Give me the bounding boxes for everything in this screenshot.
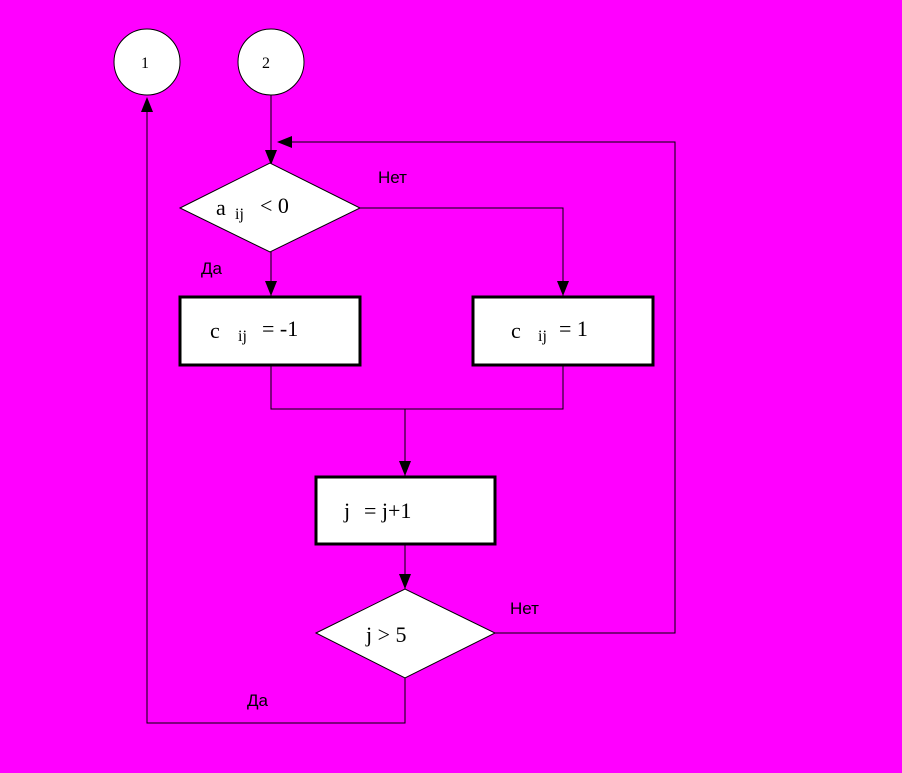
process-right-var: c [511, 318, 521, 343]
process-left-var: c [210, 318, 220, 343]
connector-1: 1 [113, 28, 181, 96]
arrowhead-right-process [557, 281, 569, 296]
process-right-subscript: ij [538, 328, 547, 345]
edge-decision1-no [360, 207, 564, 296]
process-left: c ij = -1 [178, 295, 362, 367]
decision-1: a ij < 0 [178, 162, 362, 253]
arrowhead-decision2 [399, 574, 411, 589]
arrowhead-loop-back [277, 136, 292, 148]
connector-2-label: 2 [262, 55, 270, 72]
process-increment-value: = j+1 [364, 498, 411, 523]
process-left-value: = -1 [262, 316, 298, 341]
process-right-value: = 1 [559, 316, 588, 341]
decision-1-var: a [216, 195, 226, 220]
edge-decision2-yes [146, 98, 406, 724]
decision-1-no-label: Нет [378, 168, 407, 187]
decision-2-no-label: Нет [510, 599, 539, 618]
arrowhead-left-process [265, 281, 277, 296]
decision-1-yes-label: Да [201, 259, 223, 278]
process-increment-var: j [343, 498, 350, 523]
arrowhead-connector1 [141, 97, 153, 112]
edge-merge [270, 365, 564, 410]
decision-2-yes-label: Да [247, 691, 269, 710]
decision-2: j > 5 [314, 588, 497, 679]
connector-2: 2 [237, 28, 305, 96]
arrowhead-increment [399, 461, 411, 476]
edge-loop-back [290, 141, 676, 634]
decision-1-condition: < 0 [260, 193, 289, 218]
connector-1-label: 1 [141, 55, 149, 72]
edges [141, 95, 676, 724]
decision-1-subscript: ij [235, 206, 244, 223]
process-right: c ij = 1 [471, 295, 655, 367]
process-increment: j = j+1 [314, 475, 497, 546]
process-left-subscript: ij [238, 328, 247, 345]
decision-2-text: j > 5 [365, 622, 407, 647]
arrowhead-decision1-in [265, 150, 277, 165]
